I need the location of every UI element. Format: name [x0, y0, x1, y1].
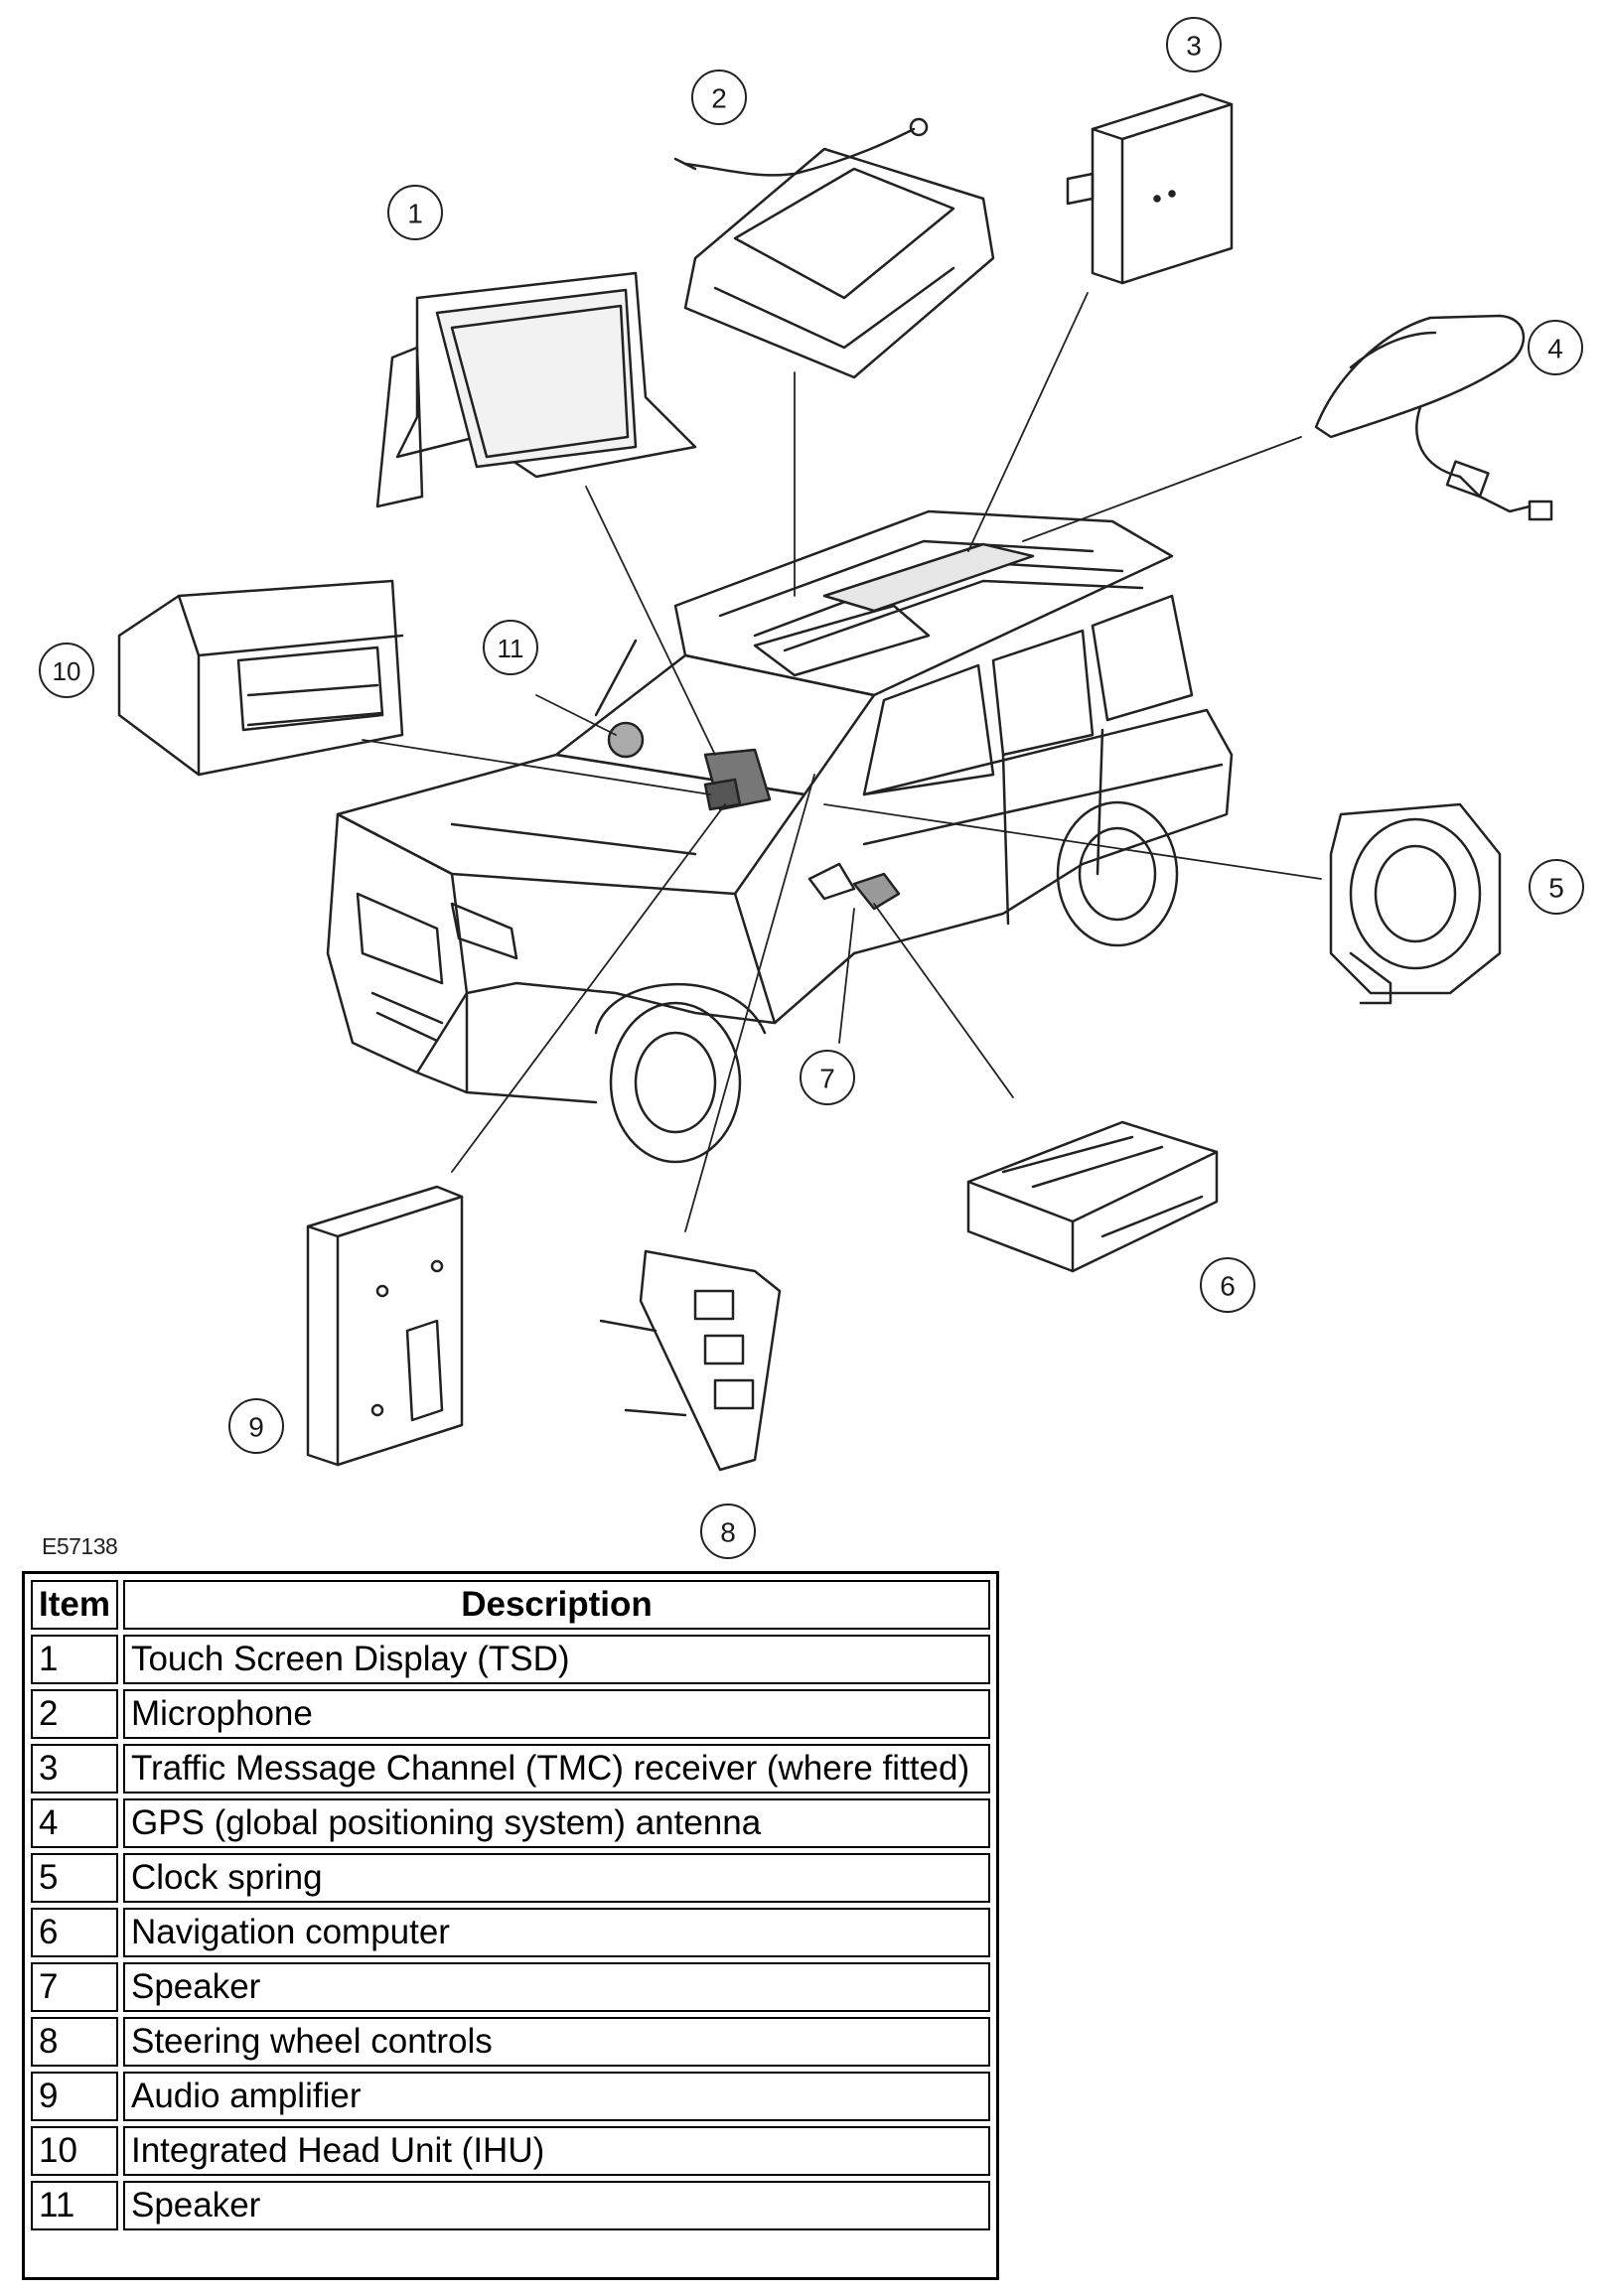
- legend-item-description: Speaker: [122, 1962, 990, 2012]
- component-integrated-head-unit: [117, 579, 404, 777]
- component-audio-amplifier: [306, 1185, 464, 1467]
- legend-item-number: 3: [31, 1744, 118, 1794]
- legend-item-description: Microphone: [122, 1689, 990, 1739]
- callout-labels: 1 2 3 4 5 6 7 8 9 10 11: [53, 31, 1564, 1548]
- callout-4: 4: [1547, 334, 1563, 364]
- diagram-drawing: 1 2 3 4 5 6 7 8 9 10 11: [39, 17, 1584, 1559]
- callout-1: 1: [407, 199, 423, 229]
- figure-code: E57138: [42, 1533, 118, 1559]
- component-speaker-dash: [607, 721, 645, 759]
- legend-item-description: Integrated Head Unit (IHU): [122, 2126, 990, 2176]
- legend-item-number: 9: [31, 2072, 118, 2121]
- callout-6: 6: [1220, 1271, 1236, 1302]
- component-touch-screen-display: [375, 271, 697, 508]
- callout-11: 11: [498, 634, 524, 663]
- legend-item-description: Navigation computer: [122, 1908, 990, 1957]
- legend-item-number: 5: [31, 1853, 118, 1903]
- callout-9: 9: [248, 1412, 264, 1443]
- component-navigation-computer: [966, 1120, 1219, 1273]
- callout-3: 3: [1186, 31, 1202, 62]
- callout-8: 8: [720, 1517, 736, 1548]
- vehicle-illustration: [326, 509, 1234, 1164]
- legend-header-row: Item Description: [31, 1580, 990, 1630]
- callout-2: 2: [711, 83, 727, 114]
- legend-header-item: Item: [31, 1580, 118, 1630]
- callout-5: 5: [1548, 873, 1564, 904]
- legend-item-number: 2: [31, 1689, 118, 1739]
- legend-item-number: 7: [31, 1962, 118, 2012]
- legend-item-description: Touch Screen Display (TSD): [122, 1635, 990, 1684]
- component-gps-antenna: [1314, 314, 1553, 521]
- callout-circles: [39, 17, 1584, 1559]
- component-steering-wheel-controls: [599, 1249, 782, 1472]
- legend-item-description: Audio amplifier: [122, 2072, 990, 2121]
- legend-item-description: Steering wheel controls: [122, 2017, 990, 2067]
- leader-lines: [362, 292, 1322, 1232]
- legend-item-number: 8: [31, 2017, 118, 2067]
- component-speaker-door: [852, 872, 901, 911]
- callout-7: 7: [819, 1064, 835, 1094]
- legend-item-number: 10: [31, 2126, 118, 2176]
- legend-item-number: 6: [31, 1908, 118, 1957]
- legend-item-description: Speaker: [122, 2181, 990, 2230]
- legend-item-description: Traffic Message Channel (TMC) receiver (…: [122, 1744, 990, 1794]
- component-location-diagram: 1 2 3 4 5 6 7 8 9 10 11: [39, 17, 1584, 1559]
- legend-item-description: Clock spring: [122, 1853, 990, 1903]
- legend-header-description: Description: [122, 1580, 990, 1630]
- callout-10: 10: [53, 656, 81, 686]
- component-microphone: [673, 117, 995, 379]
- legend-item-number: 11: [31, 2181, 118, 2230]
- legend-item-number: 1: [31, 1635, 118, 1684]
- legend-item-description: GPS (global positioning system) antenna: [122, 1798, 990, 1848]
- legend-item-number: 4: [31, 1798, 118, 1848]
- component-clock-spring: [1329, 802, 1502, 1005]
- component-tmc-receiver: [1066, 92, 1234, 285]
